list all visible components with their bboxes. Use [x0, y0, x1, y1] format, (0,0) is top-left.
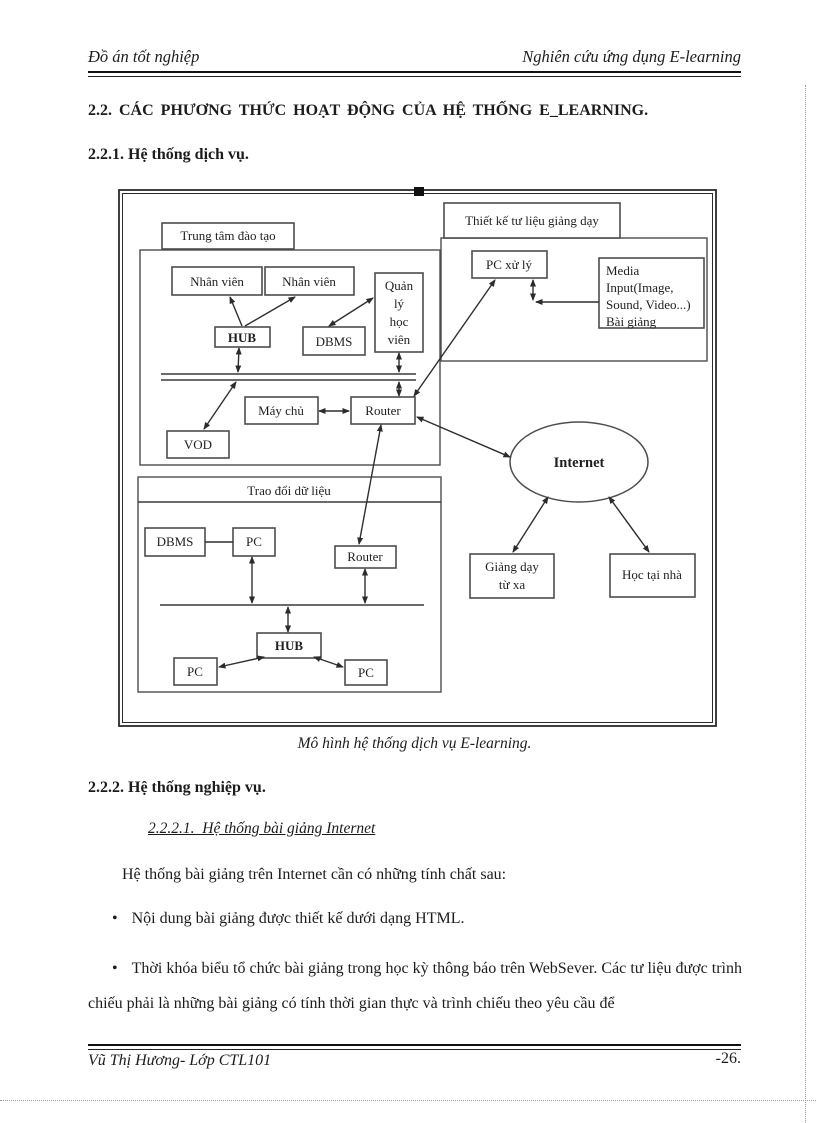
label-trao-doi: Trao đổi dữ liệu: [247, 483, 331, 498]
label-quan-ly-4: viên: [388, 332, 411, 347]
node-internet-cloud: [509, 421, 649, 503]
label-hub-top: HUB: [228, 330, 257, 345]
header-right: Nghiên cứu ứng dụng E-learning: [522, 47, 741, 66]
label-pc-bottom-left: PC: [187, 664, 203, 679]
arrow-hub-to-nhan-vien-1: [229, 296, 243, 327]
bullet-item-2: •Thời khóa biểu tổ chức bài giảng trong …: [88, 951, 742, 1021]
node-pc-bottom-right: [344, 659, 388, 686]
intro-paragraph: Hệ thống bài giảng trên Internet cần có …: [122, 866, 507, 883]
label-may-chu: Máy chủ: [258, 403, 304, 418]
arrow-hub-bus: [235, 347, 242, 373]
footer-author: Vũ Thị Hương- Lớp CTL101: [88, 1052, 272, 1069]
node-nhan-vien-2: [264, 266, 355, 296]
label-pc-bottom-right: PC: [358, 665, 374, 680]
label-media-2: Input(Image,: [606, 280, 674, 295]
bullet-marker: •: [112, 910, 118, 927]
diagram-arrows: [203, 279, 650, 669]
label-internet: Internet: [554, 455, 605, 471]
label-pc-xu-ly: PC xử lý: [486, 257, 533, 272]
section-heading-2-2-2: 2.2.2. Hệ thống nghiệp vụ.: [88, 779, 266, 796]
arrow-hub-pc-right: [313, 656, 344, 668]
arrow-router-top-router-bottom: [357, 424, 383, 545]
node-giang-day-tu-xa: [469, 553, 555, 599]
bullet-item-2-text: Thời khóa biểu tổ chức bài giảng trong h…: [88, 960, 742, 1012]
node-hoc-tai-nha: [609, 553, 696, 598]
label-quan-ly-1: Quản: [385, 278, 414, 293]
label-router-bottom: Router: [347, 549, 383, 564]
label-quan-ly-3: học: [390, 314, 409, 329]
label-trung-tam: Trung tâm đào tạo: [180, 228, 275, 243]
arrow-internet-hoc-tai-nha: [608, 496, 650, 553]
bullet-item-1: • Nội dung bài giảng được thiết kế dưới d…: [112, 910, 741, 928]
label-hoc-tai-nha: Học tại nhà: [622, 567, 682, 582]
label-media-1: Media: [606, 263, 639, 278]
page-boundary-right: [805, 85, 806, 1123]
node-pc-xu-ly: [471, 250, 548, 279]
label-dbms-bottom: DBMS: [157, 534, 194, 549]
arrow-hub-pc-left: [218, 655, 265, 669]
node-pc-mid: [232, 527, 276, 557]
arrow-router-pc-xu-ly: [413, 279, 496, 397]
label-vod: VOD: [184, 437, 212, 452]
label-hub-bottom: HUB: [275, 638, 304, 653]
node-hub-top: [214, 326, 271, 348]
bullet-item-1-text: Nội dung bài giảng được thiết kế dưới dạ…: [131, 910, 465, 927]
label-media-4: Bài giảng: [606, 314, 657, 329]
node-media-input: [598, 257, 705, 329]
node-dbms-top: [302, 326, 366, 356]
label-nhan-vien-1: Nhân viên: [190, 274, 244, 289]
service-system-diagram: Trung tâm đào tạo Thiết kế tư liệu giảng…: [118, 187, 717, 727]
label-media-3: Sound, Video...): [606, 297, 691, 312]
section-heading-2-2: 2.2. CÁC PHƯƠNG THỨC HOẠT ĐỘNG CỦA HỆ TH…: [88, 102, 649, 119]
node-trung-tam-dao-tao: [161, 222, 295, 250]
node-router-top: [350, 396, 416, 425]
node-hub-bottom: [256, 632, 322, 659]
label-quan-ly-2: lý: [394, 296, 405, 311]
footer-rule: [88, 1044, 741, 1050]
node-nhan-vien-1: [171, 266, 263, 296]
arrow-hub-to-nhan-vien-2: [244, 296, 296, 327]
bullet-marker: •: [112, 960, 118, 977]
label-dbms-top: DBMS: [316, 334, 353, 349]
label-thiet-ke: Thiết kế tư liệu giảng dạy: [465, 213, 599, 228]
node-vod: [166, 430, 230, 459]
section-heading-2-2-1: 2.2.1. Hệ thống dịch vụ.: [88, 146, 249, 163]
footer-page-number: -26.: [715, 1050, 741, 1067]
header-left: Đồ án tốt nghiệp: [88, 47, 200, 66]
arrow-internet-giang-day: [512, 496, 549, 553]
arrow-router-internet: [416, 416, 511, 458]
arrow-dbms-quan-ly: [328, 297, 374, 327]
label-giang-day-2: từ xa: [499, 577, 525, 592]
header-rule: [88, 71, 741, 77]
node-pc-bottom-left: [173, 657, 218, 686]
figure-caption: Mô hình hệ thống dịch vụ E-learning.: [297, 735, 532, 752]
label-nhan-vien-2: Nhân viên: [282, 274, 336, 289]
section-heading-2-2-2-1: 2.2.2.1. Hệ thống bài giảng Internet: [148, 820, 376, 837]
label-giang-day-1: Giảng dạy: [485, 559, 539, 574]
node-thiet-ke-tu-lieu: [443, 202, 621, 239]
page-boundary-bottom: [0, 1100, 816, 1101]
frame-handle-square: [414, 187, 424, 196]
arrow-bus-vod: [203, 381, 237, 430]
label-router-top: Router: [365, 403, 401, 418]
label-pc-mid: PC: [246, 534, 262, 549]
